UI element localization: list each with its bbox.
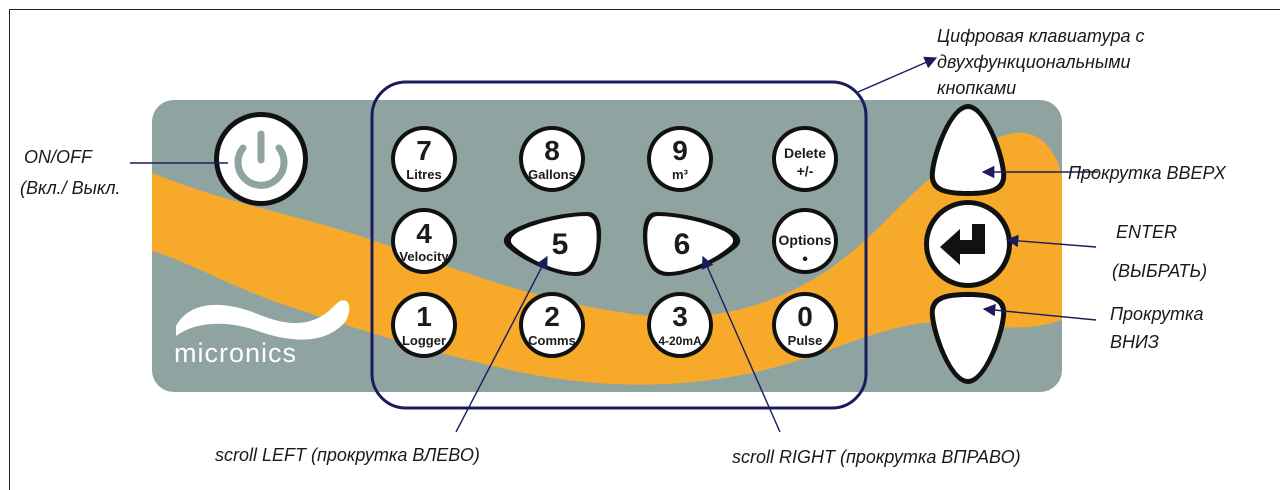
svg-text:(ВЫБРАТЬ): (ВЫБРАТЬ) <box>1112 261 1207 281</box>
logo-wave <box>176 300 350 340</box>
leader-enter <box>1005 234 1097 248</box>
annotation-scroll-left: scroll LEFT (прокрутка ВЛЕВО) <box>215 445 480 465</box>
svg-text:Comms: Comms <box>528 333 576 348</box>
key-options[interactable]: Options • <box>772 208 838 274</box>
enter-icon <box>940 224 985 265</box>
annotation-scroll-right: scroll RIGHT (прокрутка ВПРАВО) <box>732 447 1021 467</box>
svg-text:двухфункциональными: двухфункциональными <box>937 52 1131 72</box>
svg-text:Прокрутка: Прокрутка <box>1110 304 1203 324</box>
power-button[interactable] <box>214 112 308 206</box>
svg-text:Litres: Litres <box>406 167 441 182</box>
power-icon <box>234 144 288 189</box>
svg-text:Logger: Logger <box>402 333 446 348</box>
key-3-4-20ma[interactable]: 3 4-20mA <box>647 292 713 358</box>
brand-name: micronics <box>174 338 297 368</box>
key-2-comms[interactable]: 2 Comms <box>519 292 585 358</box>
key-1-logger[interactable]: 1 Logger <box>391 292 457 358</box>
svg-text:4: 4 <box>416 218 432 249</box>
svg-text:7: 7 <box>416 135 432 166</box>
annotation-scroll-up: Прокрутка ВВЕРХ <box>1068 163 1227 183</box>
key-4-velocity[interactable]: 4 Velocity <box>391 208 457 274</box>
annotation-on-off: ON/OFF (Вкл./ Выкл. <box>20 147 121 198</box>
svg-text:0: 0 <box>797 301 813 332</box>
key-delete[interactable]: Delete +/- <box>772 126 838 192</box>
svg-text:3: 3 <box>672 301 688 332</box>
svg-text:(Вкл./ Выкл.: (Вкл./ Выкл. <box>20 178 121 198</box>
svg-text:9: 9 <box>672 135 688 166</box>
enter-button[interactable] <box>924 200 1012 288</box>
key-8-gallons[interactable]: 8 Gallons <box>519 126 585 192</box>
svg-text:Pulse: Pulse <box>788 333 823 348</box>
svg-text:•: • <box>802 251 808 268</box>
svg-text:ENTER: ENTER <box>1116 222 1177 242</box>
svg-text:кнопками: кнопками <box>937 78 1016 98</box>
svg-text:m³: m³ <box>672 167 689 182</box>
svg-text:1: 1 <box>416 301 432 332</box>
key-5-scroll-left[interactable]: 5 <box>503 212 602 276</box>
svg-text:Цифровая клавиатура с: Цифровая клавиатура с <box>937 26 1144 46</box>
figure-frame <box>9 9 1280 490</box>
annotation-scroll-down: Прокрутка ВНИЗ <box>1110 304 1203 352</box>
annotation-enter: ENTER (ВЫБРАТЬ) <box>1112 222 1207 281</box>
leader-scroll-down <box>982 303 1097 321</box>
leader-lines <box>130 56 1098 433</box>
svg-text:Gallons: Gallons <box>528 167 576 182</box>
leader-scroll-right <box>701 255 781 433</box>
svg-text:ВНИЗ: ВНИЗ <box>1110 332 1159 352</box>
svg-text:4-20mA: 4-20mA <box>658 334 702 348</box>
keypad-outline <box>370 80 868 410</box>
key-0-pulse[interactable]: 0 Pulse <box>772 292 838 358</box>
svg-text:+/-: +/- <box>797 163 814 179</box>
key-9-m3[interactable]: 9 m³ <box>647 126 713 192</box>
svg-text:5: 5 <box>552 228 569 261</box>
svg-text:8: 8 <box>544 135 560 166</box>
leader-scroll-left <box>455 255 548 433</box>
micronics-logo: micronics <box>174 300 350 368</box>
svg-text:2: 2 <box>544 301 560 332</box>
svg-text:ON/OFF: ON/OFF <box>24 147 93 167</box>
key-7-litres[interactable]: 7 Litres <box>391 126 457 192</box>
svg-text:Velocity: Velocity <box>399 249 449 264</box>
leader-keypad <box>857 56 938 93</box>
svg-text:Options: Options <box>779 232 832 248</box>
annotation-keypad: Цифровая клавиатура с двухфункциональным… <box>937 26 1144 98</box>
svg-text:Delete: Delete <box>784 145 826 161</box>
svg-text:6: 6 <box>674 228 691 261</box>
key-6-scroll-right[interactable]: 6 <box>642 212 741 276</box>
